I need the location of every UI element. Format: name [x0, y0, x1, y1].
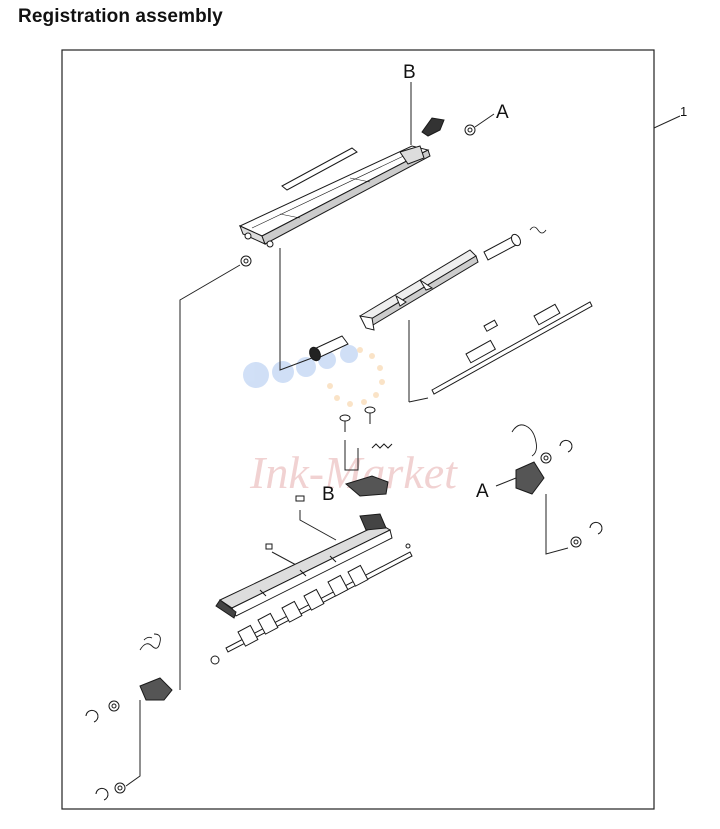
bracket-right	[515, 461, 545, 495]
leader-line-right-a-label	[495, 477, 517, 487]
bushing-left	[108, 700, 120, 712]
top-lever-part	[421, 117, 445, 137]
upper-roller-guide	[359, 249, 479, 331]
washer-bottom-left	[114, 782, 126, 794]
e-ring-bottom-left	[95, 787, 109, 801]
e-ring-right-bottom	[589, 521, 603, 535]
leader-line-mid-b	[344, 440, 359, 471]
screw-right	[364, 406, 376, 424]
compression-spring	[371, 443, 393, 449]
callout-top-a: A	[496, 102, 509, 123]
small-spring-top	[529, 226, 547, 234]
top-bushing-a	[464, 124, 476, 136]
mylar-strip	[281, 147, 358, 191]
small-clip-1	[295, 495, 305, 502]
e-ring-left	[85, 709, 99, 723]
leader-line-clip	[299, 510, 337, 541]
lower-registration-roller	[225, 543, 413, 653]
spring-left	[139, 633, 161, 651]
bushing-right	[540, 452, 552, 464]
bracket-left	[139, 677, 173, 701]
lower-guide-plate	[215, 513, 393, 619]
spring-right	[511, 424, 537, 457]
callout-1: 1	[680, 104, 687, 119]
leader-line-top-a	[474, 113, 495, 128]
assembly-frame	[61, 49, 655, 810]
callout-top-b: B	[403, 62, 416, 83]
shaft-long-right	[431, 301, 593, 395]
watermark: Ink-Market	[243, 345, 458, 498]
roller-small-left	[309, 335, 349, 362]
left-bushing	[240, 255, 252, 267]
e-ring-right-top	[559, 439, 573, 453]
collar-small	[210, 655, 220, 665]
bracket-mid	[344, 475, 389, 497]
leader-line-right-a	[545, 494, 569, 555]
callout-right-a: A	[476, 481, 489, 502]
leader-line-plate-roller	[279, 248, 313, 371]
small-clip-2	[265, 543, 273, 550]
washer-right	[570, 536, 582, 548]
roller-short-upper	[483, 233, 522, 261]
callout-mid-b: B	[322, 484, 335, 505]
leader-line-left-long	[179, 264, 241, 690]
leader-line-1	[653, 115, 681, 129]
page-title: Registration assembly	[18, 6, 223, 27]
screw-left	[339, 414, 351, 432]
upper-guide-plate	[238, 145, 431, 248]
leader-line-mid-b-h	[408, 397, 429, 403]
leader-line-bottom-left	[125, 700, 141, 787]
leader-line-clip-2	[271, 551, 299, 567]
